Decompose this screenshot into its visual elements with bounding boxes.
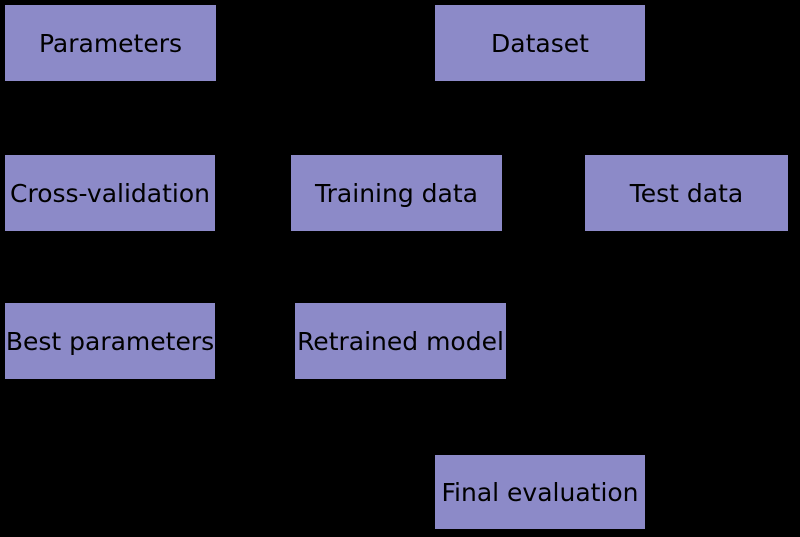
node-dataset: Dataset: [433, 3, 647, 83]
node-cross-validation: Cross-validation: [3, 153, 217, 233]
node-label: Best parameters: [5, 326, 215, 356]
node-training-data: Training data: [289, 153, 504, 233]
node-label: Retrained model: [297, 326, 504, 356]
node-retrained-model: Retrained model: [293, 301, 508, 381]
node-label: Parameters: [38, 28, 183, 58]
node-test-data: Test data: [583, 153, 790, 233]
node-label: Test data: [629, 178, 744, 208]
node-final-evaluation: Final evaluation: [433, 453, 647, 531]
node-parameters: Parameters: [3, 3, 218, 83]
node-label: Final evaluation: [441, 477, 639, 507]
node-label: Cross-validation: [10, 178, 210, 208]
node-best-parameters: Best parameters: [3, 301, 217, 381]
node-label: Training data: [315, 178, 478, 208]
node-label: Dataset: [491, 28, 589, 58]
